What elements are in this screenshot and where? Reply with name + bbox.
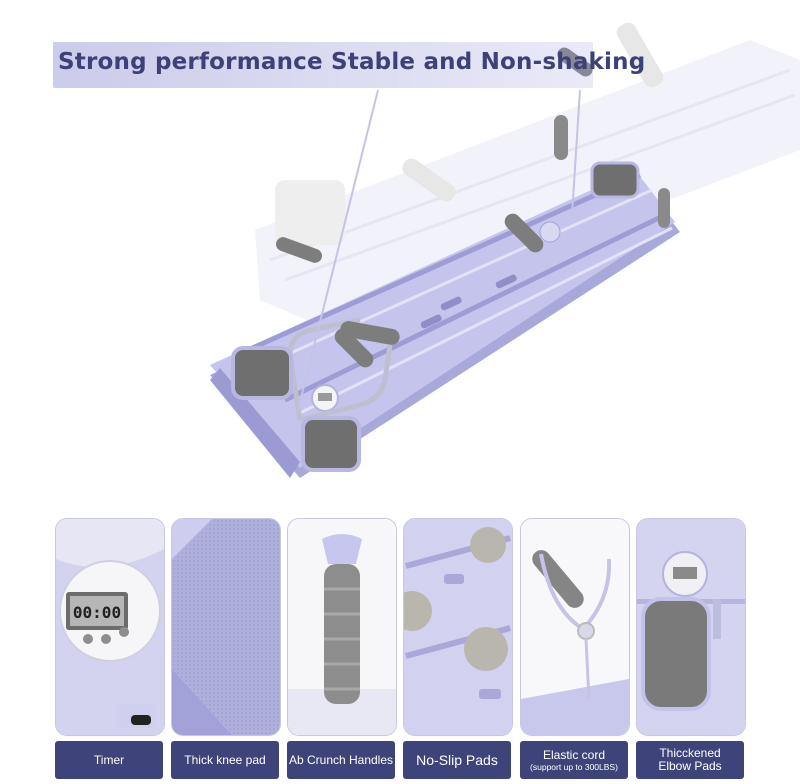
feature-panel-elastic-cord xyxy=(520,518,630,736)
feature-label-knee-pad: Thick knee pad xyxy=(171,741,279,779)
timer-display: 00:00 xyxy=(73,603,121,622)
feature-label-elastic-cord: Elastic cord (support up to 300LBS) xyxy=(520,741,628,779)
title-banner xyxy=(53,42,593,88)
feature-panel-ab-handle xyxy=(287,518,397,736)
feature-panel-no-slip xyxy=(403,518,513,736)
main-board xyxy=(210,170,680,478)
crunch-handles xyxy=(276,47,670,368)
feature-panel-knee-pad xyxy=(171,518,281,736)
product-hero-image xyxy=(210,22,800,478)
elastic-cords xyxy=(297,89,581,411)
elbow-pads xyxy=(231,161,640,472)
ghost-board xyxy=(255,22,800,330)
feature-panel-elbow-pads xyxy=(636,518,746,736)
feature-label-elbow-pads: Thicckened Elbow Pads xyxy=(636,741,744,779)
feature-label-timer: Timer xyxy=(55,741,163,779)
feature-label-no-slip: No-Slip Pads xyxy=(403,741,511,779)
feature-panel-timer: 00:00 xyxy=(55,518,165,736)
headline-text: Strong performance Stable and Non-shakin… xyxy=(58,49,646,75)
feature-label-ab-handles: Ab Crunch Handles xyxy=(287,741,395,779)
